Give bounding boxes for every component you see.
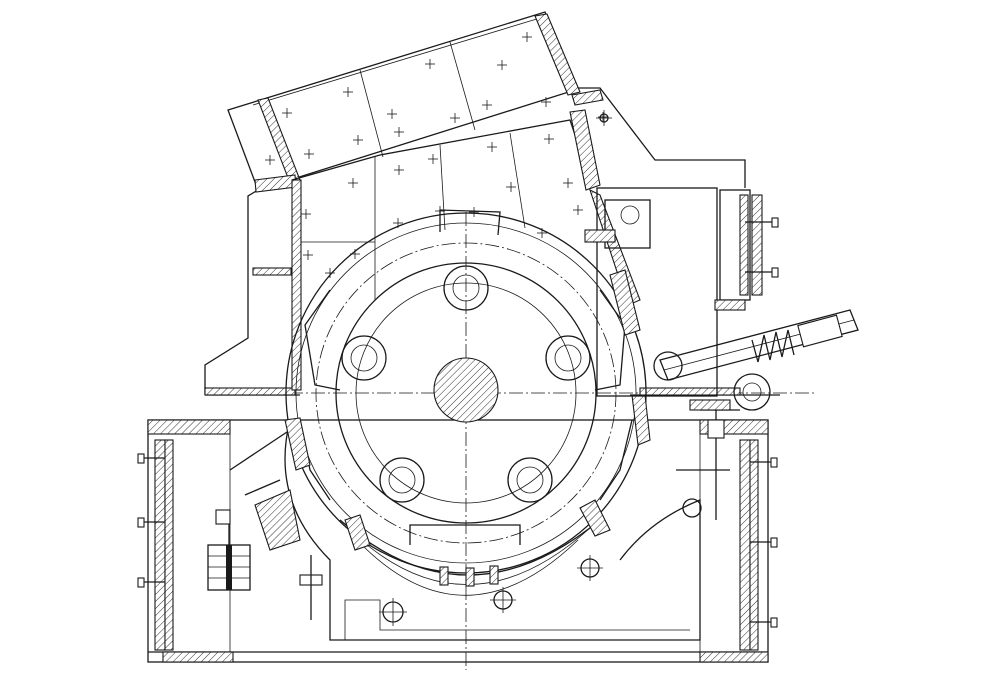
fastener-circle: [490, 587, 516, 613]
fastener-circle: [379, 598, 407, 626]
feed-chute-liner-plates: [227, 11, 641, 391]
rotor-bolt-hole: [341, 335, 387, 381]
liner-bolt-marks: [265, 32, 608, 278]
plus-mark: [522, 32, 532, 42]
plus-mark: [573, 205, 583, 215]
rotor-bolt-hole: [545, 335, 591, 381]
fastener-circle: [596, 110, 612, 126]
rotor-shaft: [433, 357, 499, 423]
plus-mark: [497, 60, 507, 70]
fastener-circles: [379, 110, 612, 626]
tension-spring: [751, 329, 795, 363]
plus-mark: [506, 182, 516, 192]
plus-mark: [387, 109, 397, 119]
counterweight: [207, 479, 323, 620]
plus-mark: [541, 97, 551, 107]
plus-mark: [265, 155, 275, 165]
plus-mark: [394, 127, 404, 137]
rotor-bolt-hole: [443, 265, 489, 311]
rotor-bolt-hole: [379, 457, 425, 503]
lower-breaker-plate: [284, 394, 651, 471]
plus-mark: [425, 59, 435, 69]
casing: [204, 87, 780, 641]
fastener-circle: [577, 555, 603, 581]
plus-mark: [487, 142, 497, 152]
plus-mark: [469, 207, 479, 217]
rotor-bolt-hole: [507, 457, 553, 503]
plus-mark: [353, 135, 363, 145]
grate-bars: [339, 499, 611, 596]
plus-mark: [394, 165, 404, 175]
plus-mark: [482, 100, 492, 110]
base-frame: [137, 419, 778, 663]
plus-mark: [348, 178, 358, 188]
plus-mark: [282, 108, 292, 118]
plus-mark: [343, 87, 353, 97]
plus-mark: [304, 149, 314, 159]
plus-mark: [544, 134, 554, 144]
plus-mark: [428, 154, 438, 164]
plus-mark: [450, 113, 460, 123]
plus-mark: [303, 250, 313, 260]
tension-bolts: [676, 399, 740, 520]
rotor-bolt-holes: [341, 265, 591, 503]
plus-mark: [301, 209, 311, 219]
plus-mark: [325, 268, 335, 278]
breaker-plate-adjuster: [584, 187, 859, 411]
hinged-top-cover: [714, 189, 779, 311]
plus-mark: [563, 178, 573, 188]
